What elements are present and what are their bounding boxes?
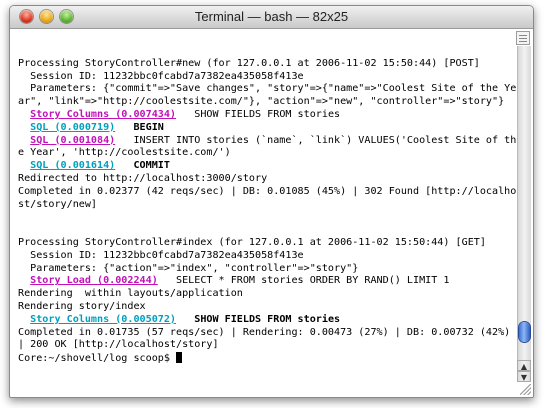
- sql-statement: COMMIT: [133, 160, 170, 172]
- text-cursor: [176, 352, 183, 364]
- terminal-text: [18, 122, 30, 133]
- terminal-text: SELECT * FROM stories ORDER BY RAND() LI…: [157, 275, 450, 287]
- terminal-line: st/story/new]: [18, 199, 520, 212]
- terminal-text: [18, 314, 30, 325]
- terminal-text: Completed in 0.01735 (57 reqs/sec) | Ren…: [18, 326, 511, 338]
- terminal-line: SQL (0.001614) COMMIT: [18, 160, 520, 173]
- sql-log-label: SQL (0.001614): [30, 160, 116, 172]
- terminal-text: [18, 109, 30, 120]
- terminal-line: Session ID: 11232bbc0fcabd7a7382ea435058…: [18, 250, 520, 263]
- scroll-down-icon[interactable]: ▼: [517, 371, 531, 382]
- terminal-text: INSERT INTO stories (`name`, `link`) VAL…: [115, 134, 517, 146]
- toolbar-toggle-icon[interactable]: [516, 31, 530, 45]
- minimize-button[interactable]: [40, 10, 53, 23]
- terminal-text: Session ID: 11232bbc0fcabd7a7382ea435058…: [18, 249, 304, 261]
- terminal-line: Rendering story/index: [18, 301, 520, 314]
- sql-log-label: SQL (0.000719): [30, 121, 116, 133]
- terminal-line: Processing StoryController#index (for 12…: [18, 237, 520, 250]
- terminal-text: Processing StoryController#index (for 12…: [18, 236, 486, 248]
- resize-grip-icon[interactable]: [520, 384, 531, 395]
- terminal-text: Parameters: {"commit"=>"Save changes", "…: [18, 83, 517, 95]
- terminal-text: Rendering story/index: [18, 300, 146, 312]
- terminal-line: Story Load (0.002244) SELECT * FROM stor…: [18, 275, 520, 288]
- terminal-text: Parameters: {"action"=>"index", "control…: [18, 262, 359, 274]
- zoom-button[interactable]: [60, 10, 73, 23]
- terminal-text: | 200 OK [http://localhost/story]: [18, 339, 219, 351]
- scrollbar-thumb[interactable]: [519, 322, 530, 342]
- terminal-text: [18, 160, 30, 171]
- vertical-scrollbar[interactable]: [517, 46, 531, 360]
- terminal-line: ar", "link"=>"http://coolestsite.com/"},…: [18, 96, 520, 109]
- terminal-line: SQL (0.001084) INSERT INTO stories (`nam…: [18, 135, 520, 148]
- terminal-text: Processing StoryController#new (for 127.…: [18, 57, 480, 69]
- terminal-line: Story Columns (0.005072) SHOW FIELDS FRO…: [18, 314, 520, 327]
- terminal-text: SHOW FIELDS FROM stories: [176, 108, 341, 120]
- terminal-text: st/story/new]: [18, 198, 98, 210]
- terminal-text: Core:~/shovell/log scoop$: [18, 353, 177, 365]
- terminal-text: Rendering within layouts/application: [18, 288, 243, 300]
- terminal-window: Terminal — bash — 82x25 Processing Story…: [9, 5, 534, 398]
- sql-statement: SHOW FIELDS FROM stories: [194, 313, 341, 325]
- terminal-line: Parameters: {"action"=>"index", "control…: [18, 263, 520, 276]
- terminal-line: Rendering within layouts/application: [18, 288, 520, 301]
- terminal-line: Redirected to http://localhost:3000/stor…: [18, 173, 520, 186]
- sql-log-label: Story Load (0.002244): [30, 275, 158, 287]
- terminal-text: [115, 122, 133, 133]
- terminal-text: Completed in 0.02377 (42 reqs/sec) | DB:…: [18, 185, 517, 197]
- terminal-text: e Year', 'http://coolestsite.com/'): [18, 147, 231, 159]
- terminal-line: Processing StoryController#new (for 127.…: [18, 58, 520, 71]
- terminal-text: [176, 314, 194, 325]
- terminal-text: Session ID: 11232bbc0fcabd7a7382ea435058…: [18, 70, 304, 82]
- terminal-text: [18, 275, 30, 286]
- terminal-line: | 200 OK [http://localhost/story]: [18, 339, 520, 352]
- terminal-line: Completed in 0.01735 (57 reqs/sec) | Ren…: [18, 327, 520, 340]
- terminal-line: Story Columns (0.007434) SHOW FIELDS FRO…: [18, 109, 520, 122]
- terminal-text: [115, 160, 133, 171]
- title-bar[interactable]: Terminal — bash — 82x25: [10, 6, 533, 29]
- terminal-text: [18, 135, 30, 146]
- terminal-output[interactable]: Processing StoryController#new (for 127.…: [18, 45, 520, 385]
- terminal-line: Session ID: 11232bbc0fcabd7a7382ea435058…: [18, 71, 520, 84]
- sql-log-label: SQL (0.001084): [30, 134, 116, 146]
- close-button[interactable]: [20, 10, 33, 23]
- window-title: Terminal — bash — 82x25: [194, 9, 349, 24]
- terminal-line: Parameters: {"commit"=>"Save changes", "…: [18, 83, 520, 96]
- terminal-text: ar", "link"=>"http://coolestsite.com/"},…: [18, 96, 505, 108]
- terminal-line: e Year', 'http://coolestsite.com/'): [18, 147, 520, 160]
- terminal-line: Completed in 0.02377 (42 reqs/sec) | DB:…: [18, 186, 520, 199]
- scroll-up-icon[interactable]: ▲: [517, 360, 531, 371]
- scroll-arrows: ▲ ▼: [517, 360, 531, 382]
- terminal-line: [18, 45, 520, 58]
- sql-log-label: Story Columns (0.007434): [30, 108, 177, 120]
- sql-log-label: Story Columns (0.005072): [30, 313, 177, 325]
- terminal-line: [18, 211, 520, 224]
- terminal-text: Redirected to http://localhost:3000/stor…: [18, 172, 268, 184]
- terminal-line: SQL (0.000719) BEGIN: [18, 122, 520, 135]
- sql-statement: BEGIN: [133, 121, 164, 133]
- terminal-line: Core:~/shovell/log scoop$: [18, 352, 520, 365]
- terminal-line: [18, 224, 520, 237]
